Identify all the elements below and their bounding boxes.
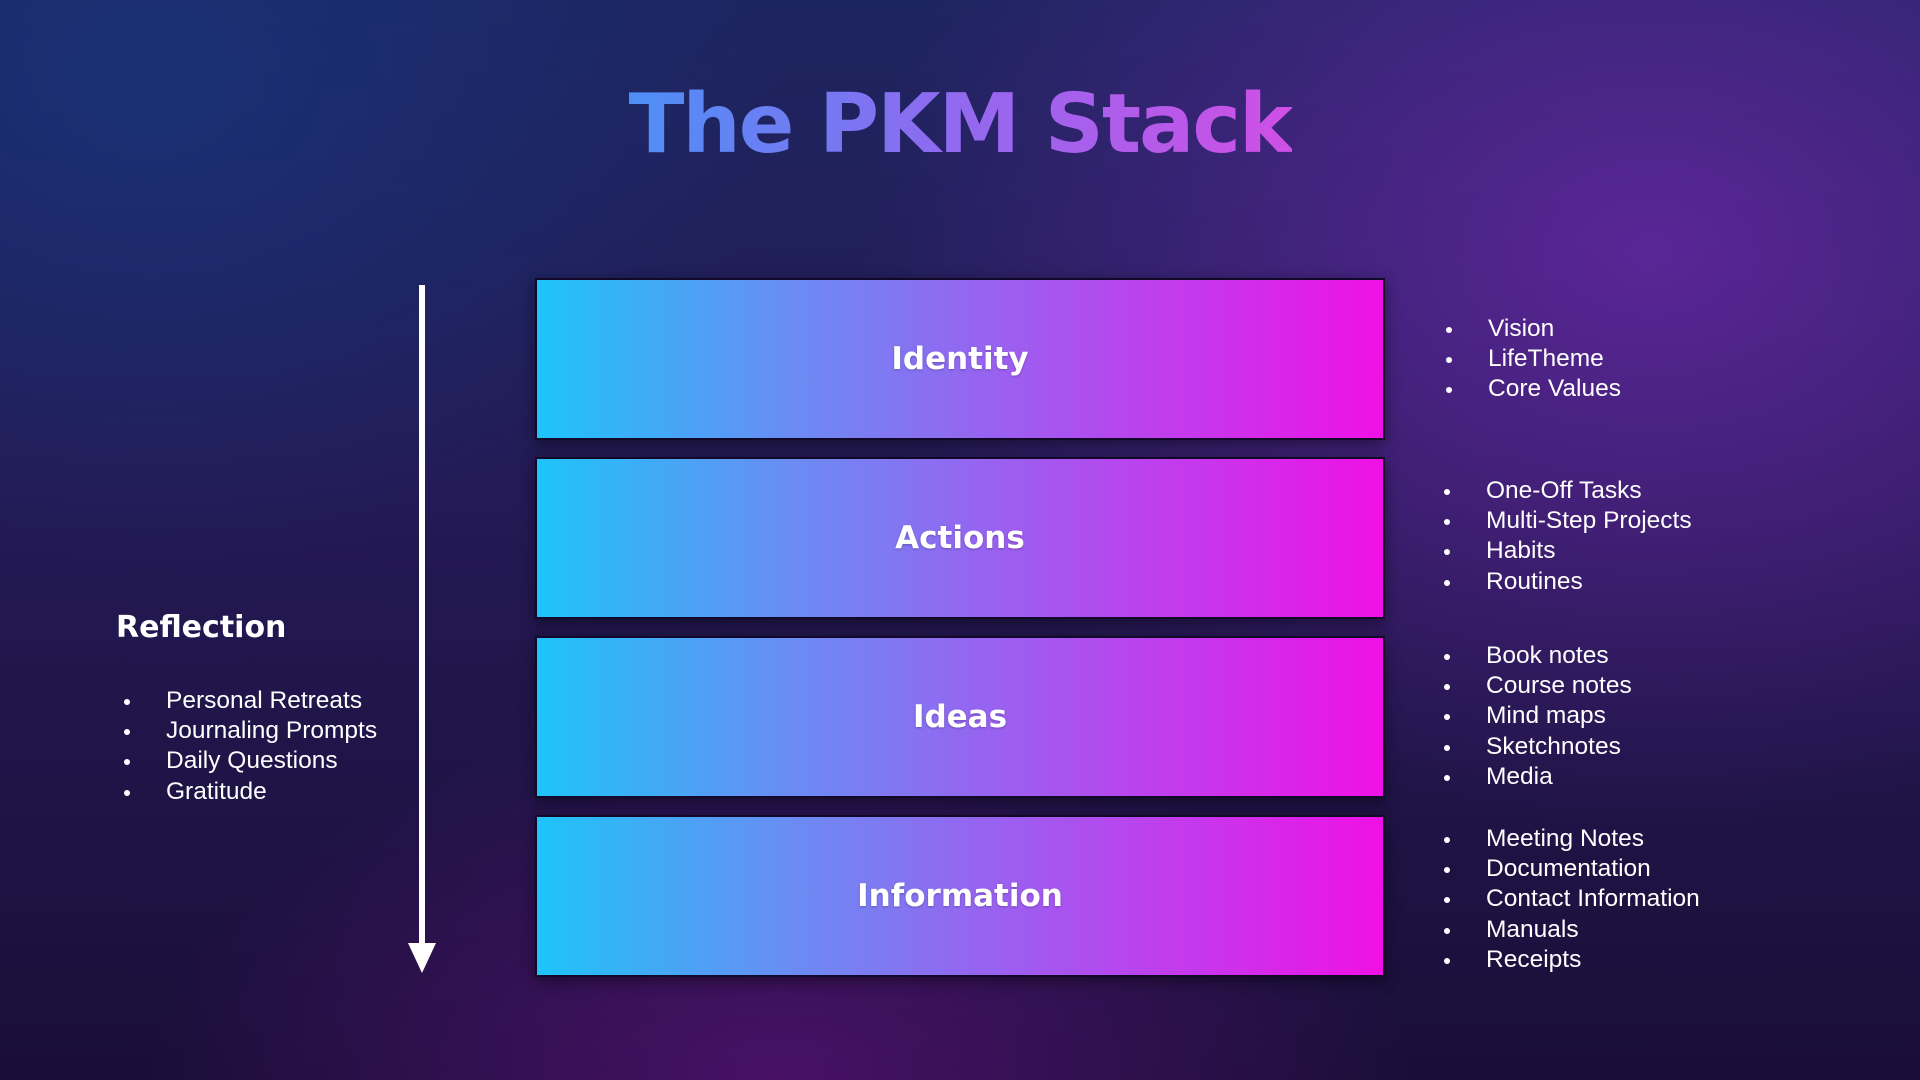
list-item-text: Routines (1486, 567, 1583, 595)
bullet-icon (1444, 957, 1450, 964)
layer-label: Actions (895, 520, 1025, 556)
bullet-icon (124, 789, 130, 796)
list-item-text: Meeting Notes (1486, 825, 1644, 852)
list-item-text: Book notes (1486, 642, 1609, 669)
layer-label: Ideas (912, 699, 1008, 735)
layer-information: Information (535, 815, 1385, 977)
page-title: The PKM Stack (0, 72, 1920, 177)
list-item-text: Journaling Prompts (166, 717, 378, 745)
information-list: Meeting Notes Documentation Contact Info… (1444, 824, 1700, 975)
actions-list: One-Off Tasks Multi-Step Projects Habits… (1444, 476, 1692, 597)
list-item: Gratitude (124, 777, 377, 807)
bullet-icon (1446, 357, 1452, 364)
bullet-icon (1444, 837, 1450, 843)
list-item: Media (1444, 762, 1632, 792)
list-item: Manuals (1444, 915, 1700, 945)
list-item: Course notes (1444, 671, 1632, 701)
list-item: Multi-Step Projects (1444, 506, 1692, 536)
list-item: Personal Retreats (124, 686, 377, 716)
layer-label: Information (857, 878, 1063, 914)
list-item: Mind maps (1444, 701, 1632, 731)
list-item: Sketchnotes (1444, 732, 1632, 762)
list-item-text: Media (1486, 762, 1553, 790)
list-item-text: Vision (1488, 315, 1555, 342)
list-item: Book notes (1444, 641, 1632, 671)
bullet-icon (124, 759, 130, 766)
list-item-text: Mind maps (1486, 702, 1606, 730)
list-item-text: Personal Retreats (166, 687, 363, 714)
list-item-text: Manuals (1486, 915, 1579, 943)
list-item: Journaling Prompts (124, 716, 378, 746)
bullet-icon (1444, 774, 1450, 781)
reflection-list: Personal Retreats Journaling Prompts Dai… (124, 686, 378, 807)
bullet-icon (1444, 897, 1450, 904)
ideas-list: Book notes Course notes Mind maps Sketch… (1444, 641, 1632, 792)
bullet-icon (1444, 684, 1450, 691)
list-item-text: Multi-Step Projects (1486, 507, 1692, 535)
bullet-icon (1444, 867, 1450, 874)
bullet-icon (124, 699, 130, 705)
list-item-text: Documentation (1486, 855, 1651, 883)
list-item: Contact Information (1444, 884, 1700, 914)
list-item: Vision (1446, 314, 1621, 344)
layer-actions: Actions (535, 457, 1385, 619)
list-item: One-Off Tasks (1444, 476, 1692, 506)
bullet-icon (1444, 744, 1450, 751)
bullet-icon (1444, 654, 1450, 660)
list-item-text: One-Off Tasks (1486, 477, 1642, 504)
list-item-text: Core Values (1488, 375, 1622, 403)
list-item-text: Sketchnotes (1486, 732, 1621, 760)
list-item-text: LifeTheme (1488, 345, 1604, 373)
bullet-icon (1444, 549, 1450, 556)
list-item-text: Daily Questions (166, 747, 338, 775)
bullet-icon (1444, 579, 1450, 586)
layer-ideas: Ideas (535, 636, 1385, 798)
list-item: Habits (1444, 536, 1692, 566)
bullet-icon (1444, 714, 1450, 721)
bullet-icon (1446, 387, 1452, 394)
layer-label: Identity (891, 341, 1029, 377)
list-item-text: Contact Information (1486, 885, 1700, 913)
bullet-icon (1446, 327, 1452, 333)
list-item: Receipts (1444, 945, 1700, 975)
bullet-icon (1444, 519, 1450, 526)
list-item: Meeting Notes (1444, 824, 1700, 854)
reflection-heading: Reflection (116, 610, 287, 645)
bullet-icon (124, 729, 130, 736)
list-item-text: Habits (1486, 537, 1556, 565)
list-item-text: Receipts (1486, 945, 1582, 973)
list-item: Documentation (1444, 854, 1700, 884)
list-item: Daily Questions (124, 746, 377, 776)
list-item-text: Gratitude (166, 777, 267, 805)
layer-identity: Identity (535, 278, 1385, 440)
bullet-icon (1444, 489, 1450, 495)
list-item: LifeTheme (1446, 344, 1621, 374)
identity-list: Vision LifeTheme Core Values (1446, 314, 1622, 405)
list-item-text: Course notes (1486, 672, 1632, 700)
down-arrow-icon (408, 285, 436, 973)
list-item: Routines (1444, 567, 1692, 597)
bullet-icon (1444, 927, 1450, 934)
list-item: Core Values (1446, 374, 1622, 404)
page-title-text: The PKM Stack (628, 77, 1294, 172)
